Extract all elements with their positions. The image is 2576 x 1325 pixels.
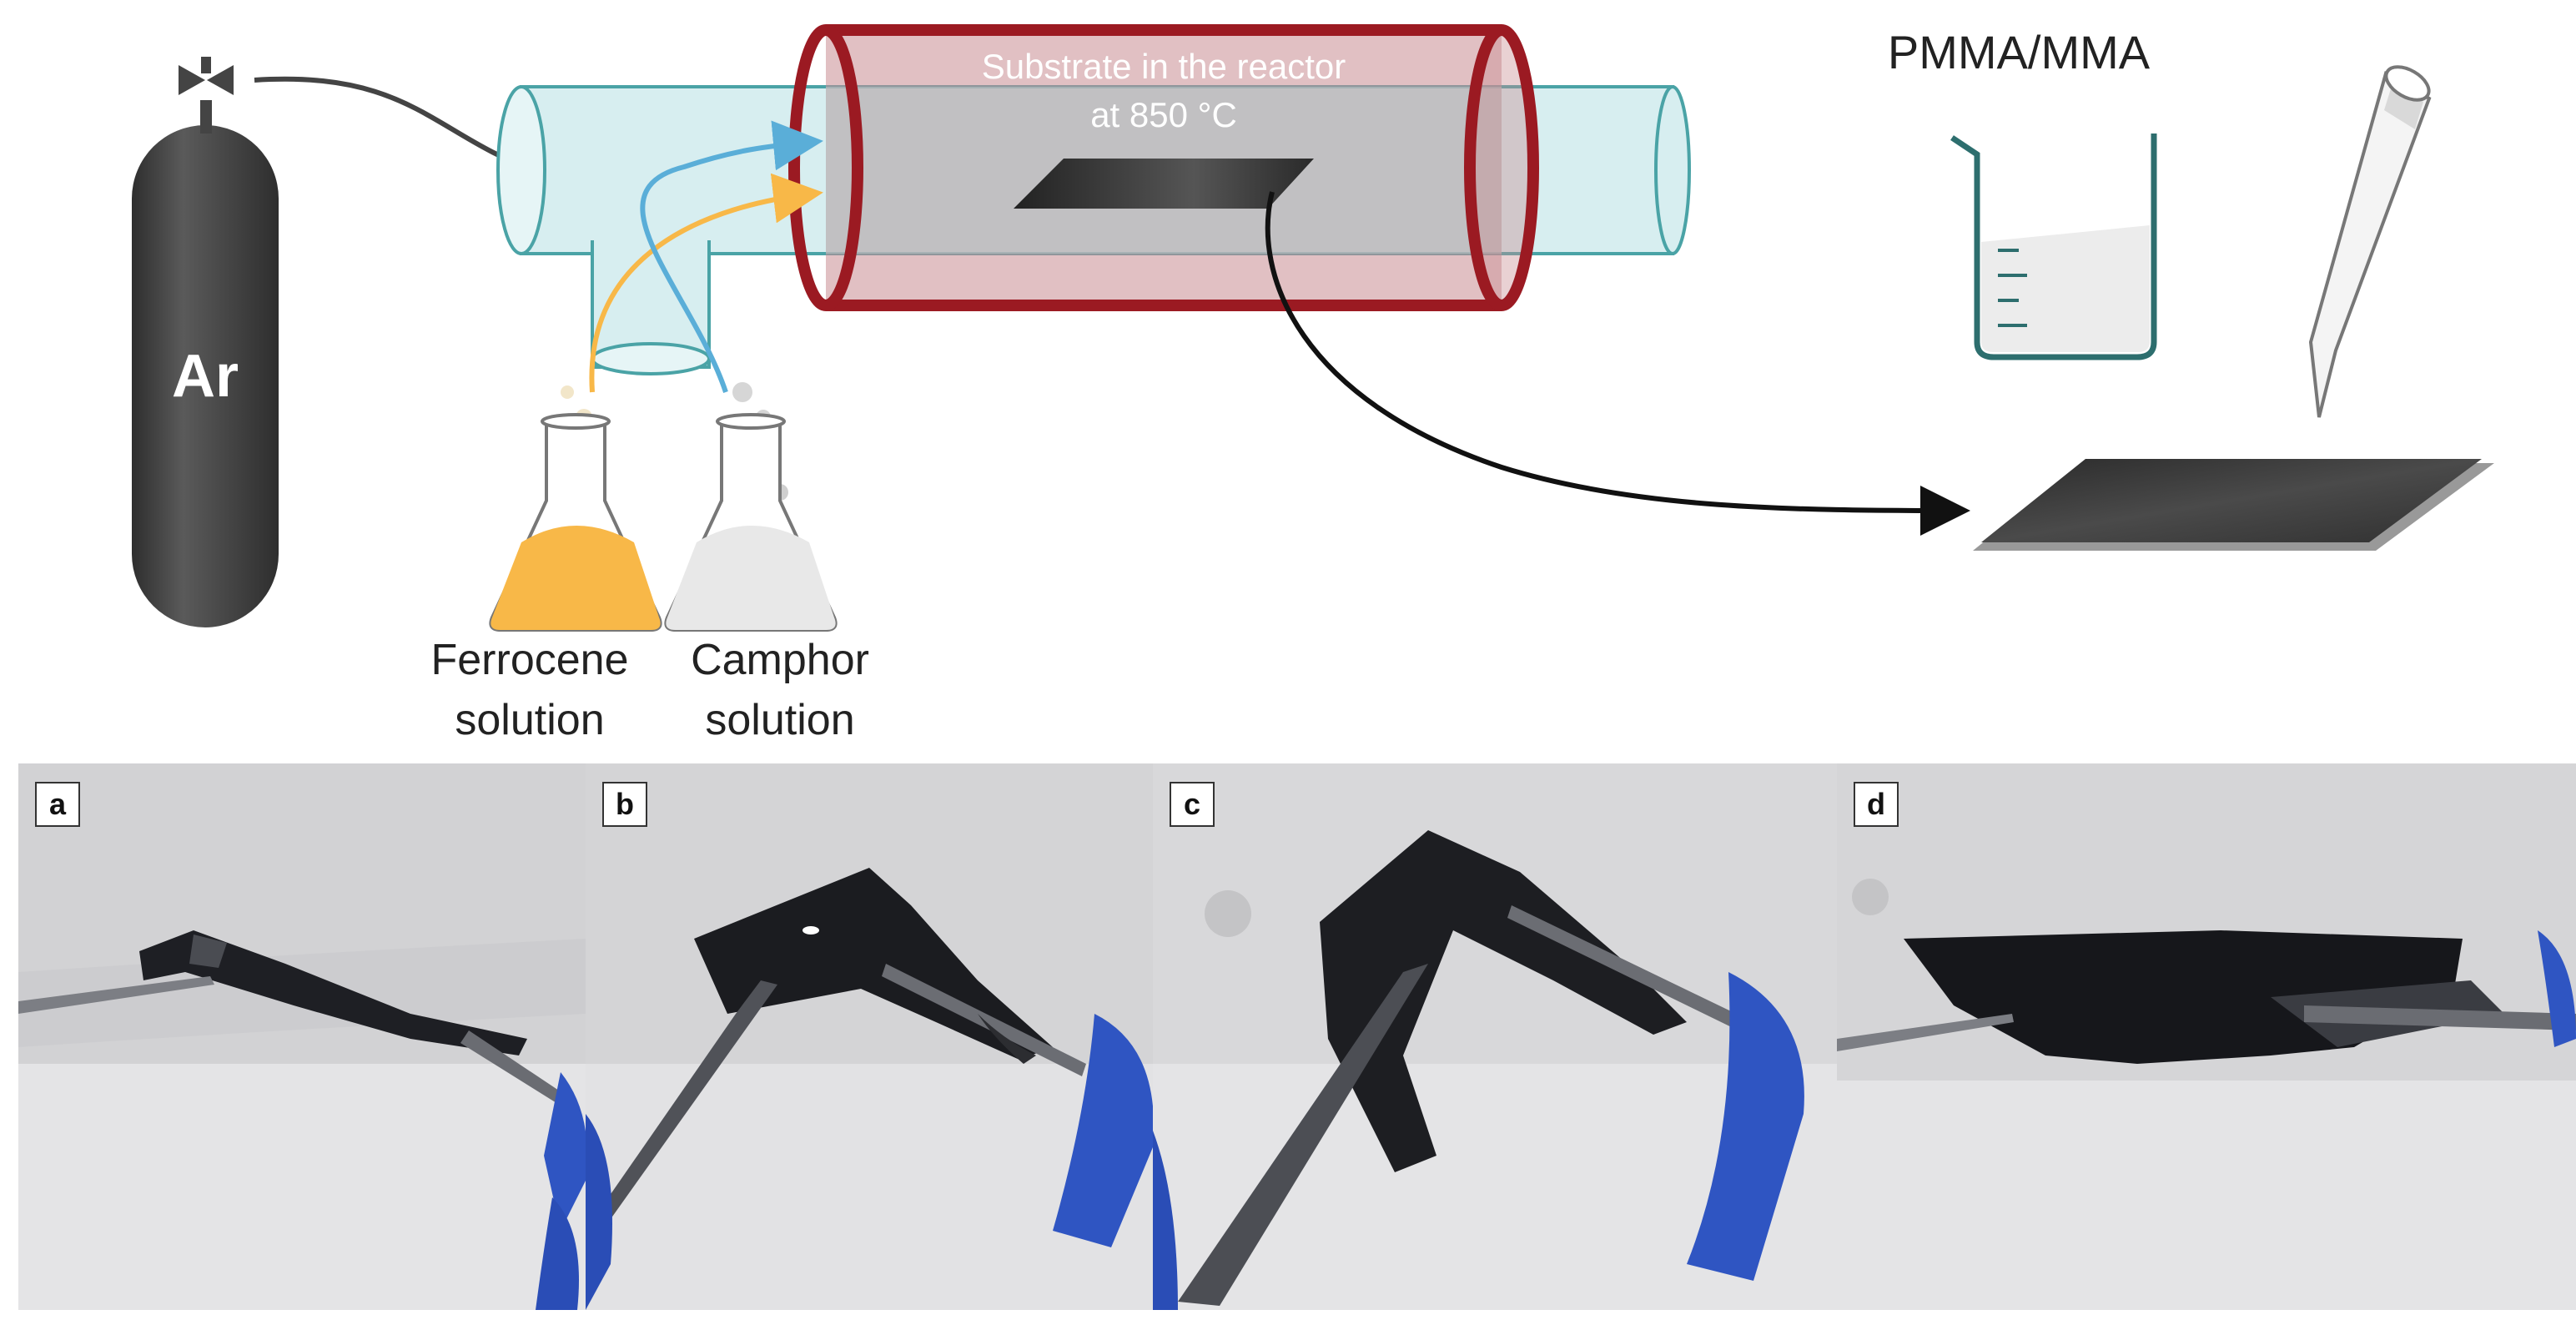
pmma-beaker: PMMA/MMA (1888, 26, 2157, 360)
photo-strip: a b c (18, 763, 2576, 1310)
valve-icon (179, 65, 205, 95)
beaker-label: PMMA/MMA (1888, 26, 2151, 78)
coated-film (1973, 459, 2494, 551)
pipette-icon (2308, 65, 2432, 418)
photo-b-image (586, 763, 1153, 1310)
panel-label-c: c (1170, 782, 1215, 827)
ferrocene-label-line1: Ferrocene (431, 636, 629, 684)
argon-cylinder: Ar (132, 57, 279, 627)
photo-d-image (1837, 763, 2576, 1310)
panel-label-d: d (1854, 782, 1899, 827)
gas-label: Ar (172, 343, 239, 410)
transfer-arrow (1265, 191, 1970, 536)
camphor-label-line1: Camphor (691, 636, 869, 684)
furnace: Substrate in the reactor at 850 °C (788, 24, 1539, 311)
reactor-label-line1: Substrate in the reactor (982, 47, 1346, 86)
camphor-label-line2: solution (705, 696, 854, 744)
camphor-flow-arrow (640, 120, 823, 393)
reactor-label-line2: at 850 °C (1090, 95, 1237, 134)
synthesis-scheme: Ar Substrate in the reactor at 850 °C Fe (132, 24, 2494, 744)
substrate (1014, 159, 1314, 209)
panel-label-b: b (602, 782, 647, 827)
photo-panel-c: c (1153, 763, 1837, 1310)
photo-panel-b: b (586, 763, 1153, 1310)
camphor-flask (664, 382, 838, 632)
ferrocene-label-line2: solution (455, 696, 604, 744)
panel-label-a: a (35, 782, 80, 827)
photo-panel-d: d (1837, 763, 2576, 1310)
photo-panel-a: a (18, 763, 586, 1310)
ferrocene-flow-arrow (589, 173, 823, 393)
photo-c-image (1153, 763, 1837, 1310)
photo-a-image (18, 763, 586, 1310)
ferrocene-flask (489, 385, 662, 632)
